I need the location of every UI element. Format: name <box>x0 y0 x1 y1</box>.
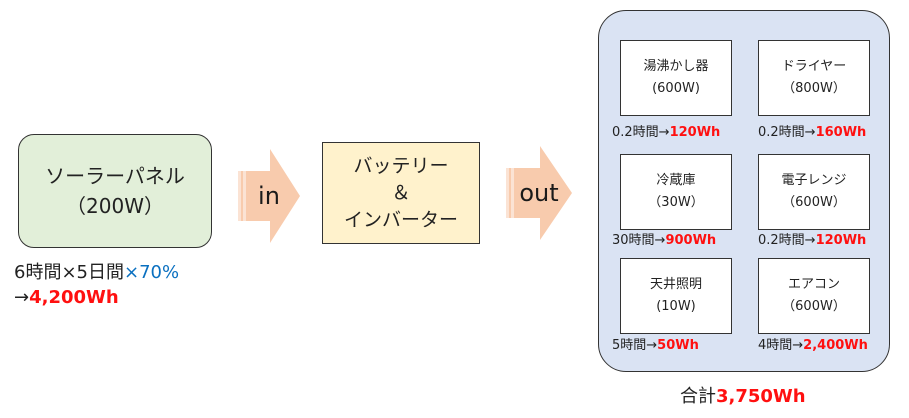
device-name: エアコン <box>787 277 840 292</box>
device-watt: (600W) <box>652 81 700 96</box>
usage-hours: 30時間→ <box>612 233 666 248</box>
device-box: エアコン （600W） <box>758 258 870 334</box>
usage-hours: 0.2時間→ <box>612 125 670 140</box>
battery-line3: インバーター <box>343 208 458 231</box>
device-usage: 0.2時間→120Wh <box>758 229 866 248</box>
device-box: 冷蔵庫 （30W） <box>620 154 732 230</box>
device-watt: （30W） <box>648 195 704 210</box>
battery-line2: ＆ <box>391 181 411 204</box>
total-summary: 合計3,750Wh <box>680 382 806 408</box>
out-arrow-label: out <box>519 179 559 207</box>
solar-panel-box: ソーラーパネル （200W） <box>18 134 212 248</box>
device-box: 電子レンジ （600W） <box>758 154 870 230</box>
device-box: ドライヤー （800W） <box>758 40 870 116</box>
device-usage: 0.2時間→120Wh <box>612 121 720 140</box>
usage-hours: 5時間→ <box>612 338 658 353</box>
device-box: 湯沸かし器 (600W) <box>620 40 732 116</box>
usage-hours: 4時間→ <box>758 338 804 353</box>
device-box: 天井照明 (10W) <box>620 258 732 334</box>
device-watt: （600W） <box>782 299 846 314</box>
usage-hours: 0.2時間→ <box>758 233 816 248</box>
formula-main: 6時間×5日間 <box>14 262 124 283</box>
total-label: 合計 <box>680 386 716 407</box>
usage-energy: 900Wh <box>665 233 717 248</box>
usage-energy: 120Wh <box>815 233 867 248</box>
device-name: 電子レンジ <box>781 173 847 188</box>
formula-factor: ×70% <box>124 262 180 283</box>
device-usage: 5時間→50Wh <box>612 334 699 353</box>
device-name: 天井照明 <box>649 277 702 292</box>
in-arrow-label: in <box>258 182 280 210</box>
formula-arrow: → <box>14 287 30 308</box>
device-name: ドライヤー <box>781 59 847 74</box>
right-arrow-icon <box>506 146 572 240</box>
formula-value: 4,200Wh <box>29 287 119 308</box>
usage-hours: 0.2時間→ <box>758 125 816 140</box>
usage-energy: 50Wh <box>657 338 699 353</box>
generation-formula: 6時間×5日間×70% →4,200Wh <box>14 260 179 310</box>
device-usage: 0.2時間→160Wh <box>758 121 866 140</box>
device-name: 湯沸かし器 <box>643 59 709 74</box>
in-arrow: in <box>238 149 300 243</box>
usage-energy: 2,400Wh <box>803 338 868 353</box>
device-usage: 30時間→900Wh <box>612 229 716 248</box>
usage-energy: 160Wh <box>815 125 867 140</box>
solar-panel-watt: （200W） <box>66 194 164 218</box>
device-name: 冷蔵庫 <box>656 173 696 188</box>
out-arrow: out <box>506 146 572 240</box>
device-usage: 4時間→2,400Wh <box>758 334 868 353</box>
right-arrow-icon <box>238 149 300 243</box>
device-watt: （600W） <box>782 195 846 210</box>
total-value: 3,750Wh <box>716 386 806 407</box>
battery-line1: バッテリー <box>353 154 449 177</box>
device-watt: (10W) <box>656 299 696 314</box>
device-watt: （800W） <box>782 81 846 96</box>
usage-energy: 120Wh <box>669 125 721 140</box>
battery-inverter-box: バッテリー ＆ インバーター <box>322 142 480 244</box>
solar-panel-name: ソーラーパネル <box>45 164 185 188</box>
